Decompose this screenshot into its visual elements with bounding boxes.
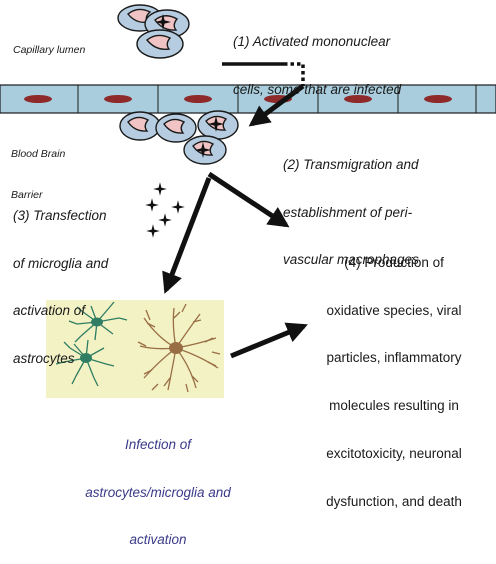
- caption-line-1: Infection of: [124, 436, 192, 452]
- step-3-line-1: (3) Transfection: [13, 207, 107, 223]
- step-4-line-5: excitotoxicity, neuronal: [326, 445, 462, 461]
- step-4-line-3: particles, inflammatory: [326, 350, 462, 366]
- step-1-label: (1) Activated mononuclear cells, some th…: [233, 2, 401, 113]
- step-2-line-3: vascular macrophages: [283, 252, 419, 268]
- step-4-label: (4) Production of oxidative species, vir…: [308, 223, 480, 526]
- capillary-lumen-label: Capillary lumen: [13, 44, 86, 56]
- bbb-label: Blood Brain Barrier: [11, 121, 65, 216]
- microglia-illustration: [55, 301, 128, 387]
- pathogenesis-diagram: [0, 4, 496, 398]
- caption-line-2: astrocytes/microglia and: [85, 484, 231, 500]
- step-1-line-2: cells, some that are infected: [233, 81, 402, 97]
- blood-brain-barrier: [0, 84, 496, 114]
- step-2-label: (2) Transmigration and establishment of …: [283, 125, 419, 284]
- mononuclear-cells-lumen: [117, 4, 190, 59]
- step-2-line-1: (2) Transmigration and: [283, 156, 419, 172]
- step-3-line-2: of microglia and: [13, 255, 109, 271]
- step-3-label: (3) Transfection of microglia and activa…: [13, 176, 108, 383]
- bbb-line-1: Blood Brain: [11, 148, 66, 161]
- astrocyte-illustration: [137, 303, 221, 393]
- transmigrating-cells: [119, 110, 239, 165]
- step-2-line-2: establishment of peri-: [283, 204, 413, 220]
- step-3-line-3: activation of: [13, 303, 86, 319]
- step-4-line-2: oxidative species, viral: [326, 302, 462, 318]
- step-4-line-1: (4) Production of: [344, 254, 444, 270]
- arrow-icon: [162, 62, 308, 359]
- viral-particle-icon: [145, 182, 185, 238]
- step-3-line-4: astrocytes: [13, 351, 75, 367]
- step-4-line-6: dysfunction, and death: [326, 493, 462, 509]
- step-4-line-4: molecules resulting in: [329, 398, 459, 414]
- caption-line-3: activation: [129, 532, 187, 548]
- bbb-line-2: Barrier: [11, 189, 43, 202]
- step-1-line-1: (1) Activated mononuclear: [233, 33, 391, 49]
- glial-infection-caption: Infection of astrocytes/microglia and ac…: [63, 405, 253, 564]
- glial-cells-illustration: [46, 300, 224, 398]
